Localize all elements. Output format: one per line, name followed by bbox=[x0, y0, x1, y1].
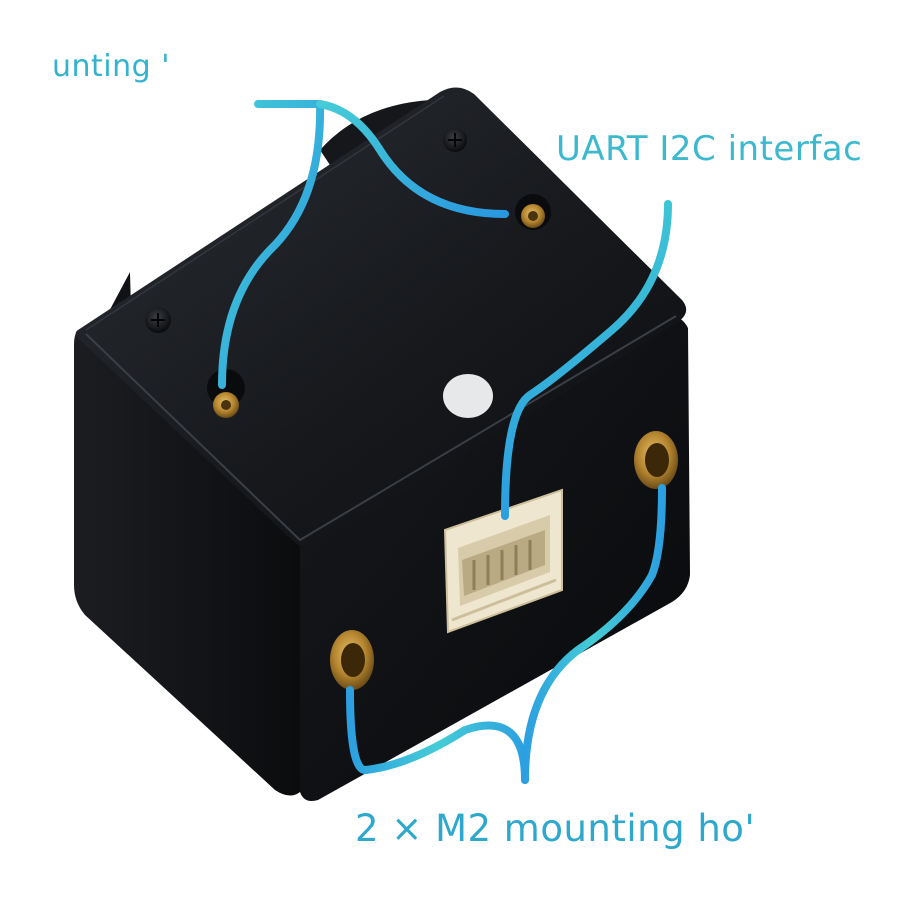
mounting-label-top: unting ' bbox=[52, 49, 170, 84]
edge-highlight bbox=[85, 315, 677, 542]
status-light bbox=[443, 374, 493, 418]
mounting-hole-left bbox=[330, 630, 374, 690]
callout-line-bottom-right bbox=[521, 484, 666, 784]
m2-mounting-holes-label: 2 × M2 mounting ho' bbox=[355, 807, 756, 850]
mounting-hole-right bbox=[634, 431, 678, 489]
edge-highlight-top bbox=[85, 95, 445, 331]
screw-top-back bbox=[443, 128, 467, 152]
callout-line-top-right-insert bbox=[316, 100, 509, 218]
callout-line-top-left bbox=[218, 100, 325, 389]
callout-line-uart bbox=[501, 200, 672, 520]
screw-top-left bbox=[145, 307, 171, 333]
callout-lines bbox=[218, 100, 672, 784]
camera-module bbox=[74, 87, 690, 801]
body-left-face bbox=[74, 330, 300, 796]
brass-insert-top-left bbox=[207, 369, 245, 418]
uart-i2c-label: UART I2C interfac bbox=[556, 129, 863, 169]
brass-insert-top-right bbox=[515, 194, 551, 230]
uart-i2c-connector bbox=[443, 488, 563, 634]
callout-line-bottom-left bbox=[346, 686, 529, 784]
